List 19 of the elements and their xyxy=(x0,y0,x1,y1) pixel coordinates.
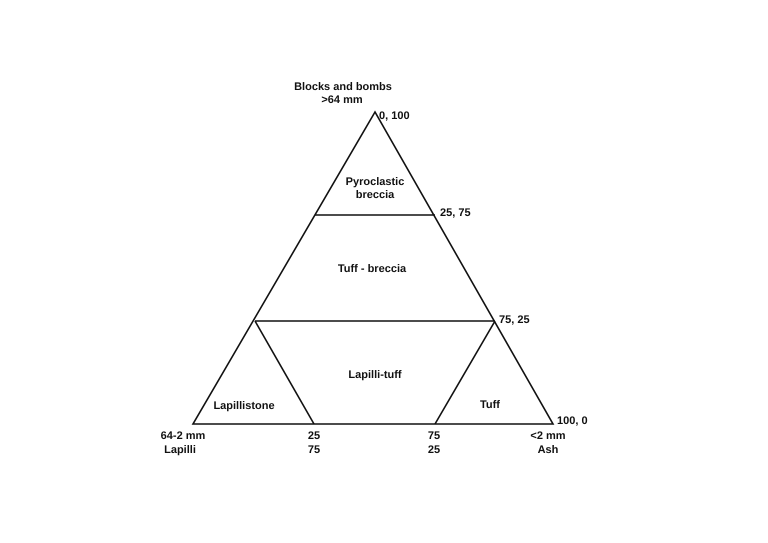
diagram-label: 25 xyxy=(428,444,440,457)
diagram-label: Lapilli-tuff xyxy=(348,369,402,382)
diagram-label: 75 xyxy=(428,430,440,443)
diagram-label: Ash xyxy=(538,444,558,457)
diagram-label: Pyroclastic breccia xyxy=(344,176,406,202)
diagram-label: 100, 0 xyxy=(557,415,588,428)
diagram-label: 25, 75 xyxy=(440,207,471,220)
diagram-label: Blocks and bombs xyxy=(294,81,392,94)
diagram-label: >64 mm xyxy=(321,94,363,107)
diagram-label: 25 xyxy=(308,430,320,443)
diagram-label: 75 xyxy=(308,444,320,457)
diagram-label: Lapilli xyxy=(164,444,196,457)
diagram-label: 0, 100 xyxy=(379,110,410,123)
diagram-label: Lapillistone xyxy=(213,400,275,413)
diagram-label: <2 mm xyxy=(530,430,566,443)
diagram-label: 75, 25 xyxy=(499,314,530,327)
diagram-label: Tuff - breccia xyxy=(338,263,406,276)
diagram-label: Tuff xyxy=(480,399,500,412)
diagram-label: 64-2 mm xyxy=(160,430,206,443)
